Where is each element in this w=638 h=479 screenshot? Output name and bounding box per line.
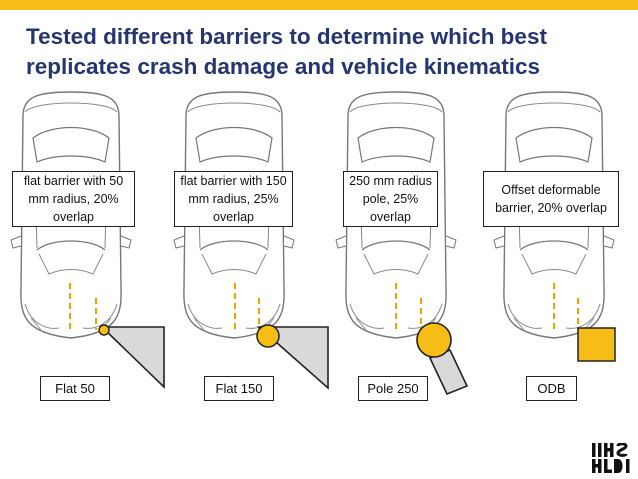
vehicle-pole-250 (335, 91, 457, 339)
barrier-odb (577, 327, 616, 362)
label-flat-50: Flat 50 (40, 376, 110, 401)
barrier-flat-50 (98, 324, 165, 389)
barrier-pole-250 (416, 322, 469, 396)
top-accent-bar (0, 0, 638, 10)
description-flat-50: flat barrier with 50 mm radius, 20% over… (12, 171, 135, 227)
description-flat-150: flat barrier with 150 mm radius, 25% ove… (174, 171, 293, 227)
label-odb: ODB (526, 376, 577, 401)
vehicle-flat-50 (10, 91, 132, 339)
vehicle-flat-150 (173, 91, 295, 339)
vehicle-odb (493, 91, 615, 339)
iihs-hldi-logo (592, 443, 630, 473)
description-odb: Offset deformable barrier, 20% overlap (483, 171, 619, 227)
slide-title: Tested different barriers to determine w… (26, 24, 547, 79)
description-pole-250: 250 mm radius pole, 25% overlap (343, 171, 438, 227)
label-pole-250: Pole 250 (358, 376, 428, 401)
label-flat-150: Flat 150 (204, 376, 274, 401)
barrier-flat-150 (256, 324, 329, 390)
